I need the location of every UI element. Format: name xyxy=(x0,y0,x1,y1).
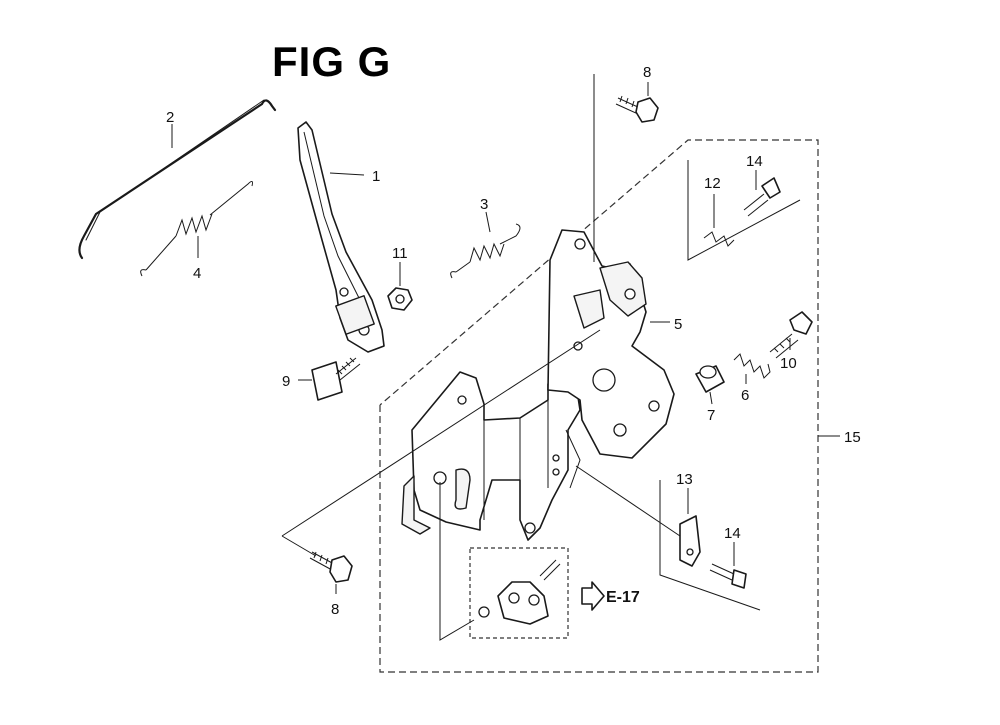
callout-11: 11 xyxy=(392,245,408,262)
callout-6: 6 xyxy=(741,387,749,404)
leader-detail xyxy=(439,482,475,641)
callout-1: 1 xyxy=(372,168,380,185)
callout-5: 5 xyxy=(674,316,682,333)
leader-3 xyxy=(485,211,491,233)
callout-13: 13 xyxy=(676,471,693,488)
bolt-part-9 xyxy=(311,357,361,401)
callout-15: 15 xyxy=(844,429,861,446)
callout-12: 12 xyxy=(704,175,721,192)
leader-7 xyxy=(709,391,713,405)
bolt-part-8-lower xyxy=(309,551,353,583)
screw-part-10 xyxy=(769,311,813,359)
nut-part-11 xyxy=(387,287,413,311)
assembly-15-frame xyxy=(379,139,819,673)
callout-14-upper: 14 xyxy=(746,153,763,170)
rod-part-2 xyxy=(78,99,277,260)
callout-4: 4 xyxy=(193,265,201,282)
leader-8-lower xyxy=(281,329,601,594)
arrow-icon xyxy=(581,581,605,611)
detail-assembly-e17 xyxy=(478,559,605,625)
callout-14-lower: 14 xyxy=(724,525,741,542)
callout-7: 7 xyxy=(707,407,715,424)
sleeve-part-7 xyxy=(695,365,725,393)
figure-title: FIG G xyxy=(272,38,392,85)
screw-part-14-upper xyxy=(743,177,781,217)
leader-13 xyxy=(575,465,689,537)
callout-10: 10 xyxy=(780,355,797,372)
subframe-12-14 xyxy=(687,160,801,261)
spring-part-3 xyxy=(450,223,521,279)
detail-box-e17 xyxy=(469,547,569,639)
reference-e17: E-17 xyxy=(606,589,640,606)
control-bracket-part-15 xyxy=(401,371,581,541)
clip-part-13 xyxy=(679,515,701,567)
spring-part-4 xyxy=(140,180,253,277)
callout-3: 3 xyxy=(480,196,488,213)
callout-2: 2 xyxy=(166,109,174,126)
leader-8-upper xyxy=(593,74,649,262)
spring-part-6 xyxy=(733,353,771,379)
callout-8-upper: 8 xyxy=(643,64,651,81)
throttle-plate-part-5 xyxy=(547,229,675,489)
lever-part-1 xyxy=(297,121,385,353)
spring-part-12 xyxy=(703,231,735,247)
screw-part-14-lower xyxy=(709,563,747,589)
bolt-part-8-upper xyxy=(615,95,659,123)
callout-8-lower: 8 xyxy=(331,601,339,618)
callout-9: 9 xyxy=(282,373,290,390)
subframe-13-14 xyxy=(659,480,761,611)
leader-1 xyxy=(329,172,365,176)
